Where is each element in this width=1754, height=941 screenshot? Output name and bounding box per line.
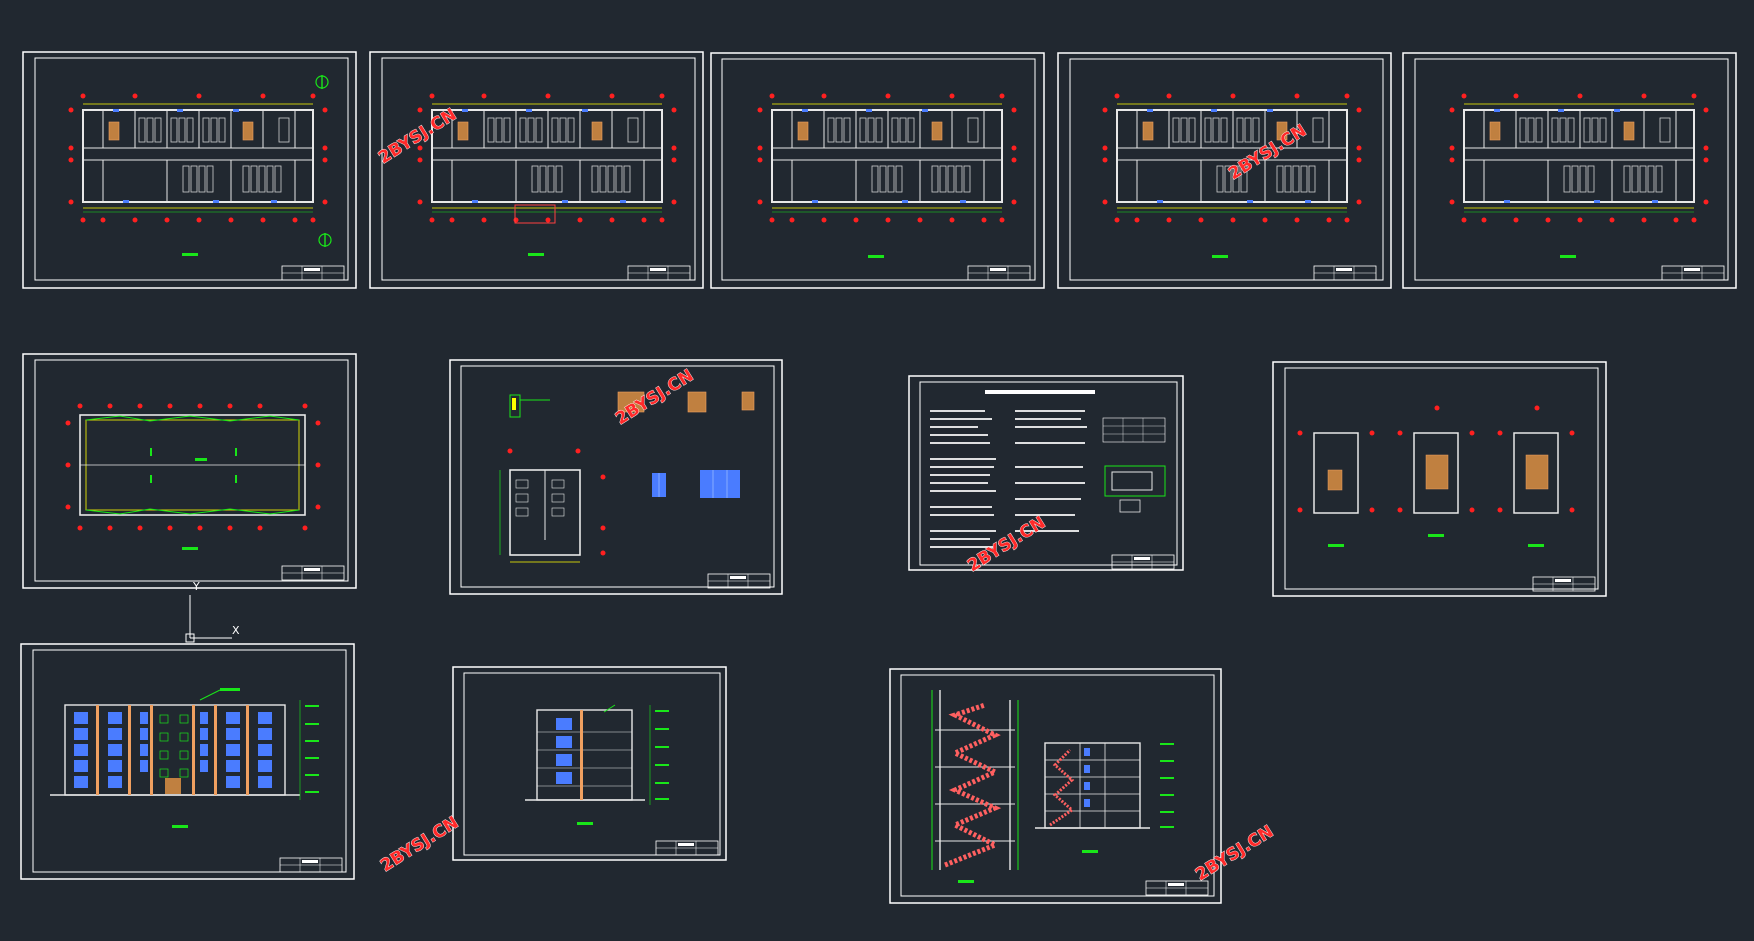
watermark-text: 2BYSJ.CN (375, 105, 460, 169)
watermark-text: 2BYSJ.CN (964, 513, 1049, 577)
sheet-floor-plan-2[interactable] (369, 51, 704, 289)
sheet-sections[interactable] (889, 668, 1222, 904)
sheet-floor-plan-3[interactable] (710, 52, 1045, 289)
sheet-design-notes[interactable] (908, 375, 1184, 571)
sheet-detail-drawings[interactable] (449, 359, 783, 595)
sheet-front-elevation[interactable] (20, 643, 355, 880)
sheet-floor-plan-4[interactable] (1057, 52, 1392, 289)
sheet-roof-plan[interactable] (22, 353, 357, 589)
watermark-text: 2BYSJ.CN (377, 813, 462, 877)
sheet-stair-plans[interactable] (1272, 361, 1607, 597)
sheet-side-elevation[interactable] (452, 666, 727, 861)
north-arrow-icon (315, 75, 332, 247)
watermark-text: 2BYSJ.CN (1192, 822, 1277, 886)
ucs-y-label: Y (192, 580, 200, 593)
sheet-floor-plan-1[interactable] (22, 51, 357, 289)
sheet-floor-plan-5[interactable] (1402, 52, 1737, 289)
watermark-text: 2BYSJ.CN (1225, 121, 1310, 185)
ucs-icon: Y X (185, 580, 240, 643)
ucs-x-label: X (232, 624, 240, 637)
